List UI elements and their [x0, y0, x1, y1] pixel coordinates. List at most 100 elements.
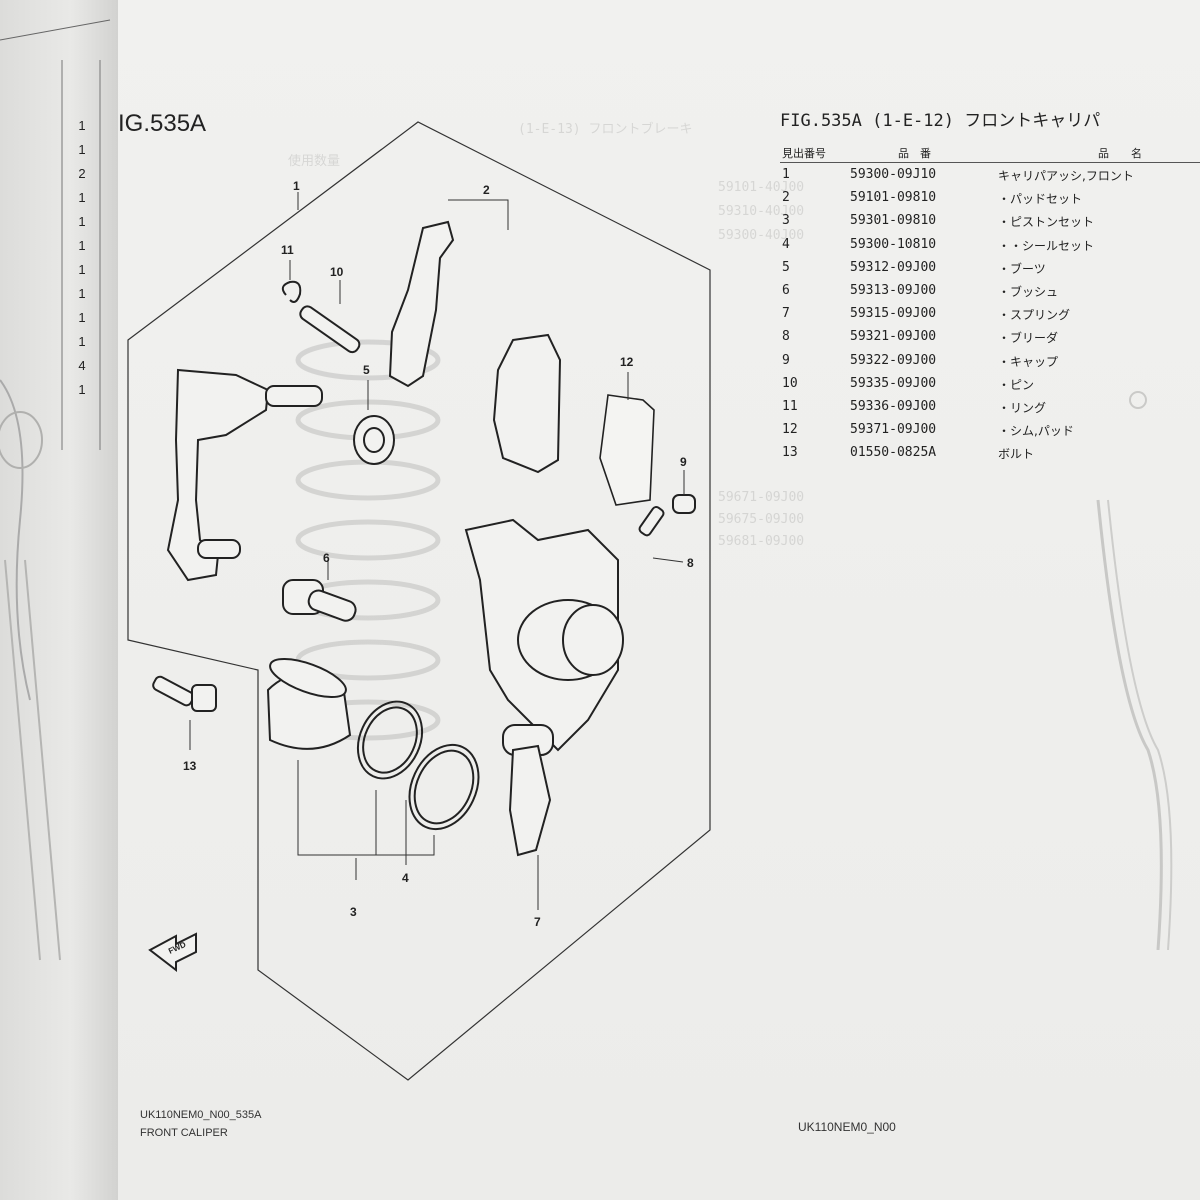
- part-name: ・ブッシュ: [998, 284, 1059, 299]
- ghost-text: 59681-09J00: [718, 534, 805, 549]
- bleeder-drawing: [638, 505, 665, 537]
- ref-number: 5: [782, 259, 790, 275]
- callout-9: 9: [680, 455, 687, 469]
- bolt-drawing: [152, 675, 217, 712]
- part-number: 59300-09J10: [850, 167, 937, 182]
- part-name: ・ピン: [998, 377, 1035, 392]
- header-part: 品 番: [898, 147, 931, 160]
- figure-title-right: FIG.535A (1-E-12) フロントキャリパ: [780, 111, 1101, 131]
- ring-drawing: [281, 280, 302, 303]
- ghost-text: (1-E-13) フロントブレーキ: [518, 122, 693, 137]
- ghost-text: 59310-40J00: [718, 204, 805, 219]
- callout-4: 4: [402, 871, 409, 885]
- callout-5: 5: [363, 363, 370, 377]
- prev-qty-value: 1: [78, 118, 86, 133]
- header-no: 見出番号: [782, 147, 826, 160]
- callout-13: 13: [183, 759, 197, 773]
- ref-number: 6: [782, 282, 790, 298]
- part-number: 59101-09810: [850, 190, 937, 206]
- catalog-page: (1-E-13) フロントブレーキ 使用数量 59101-40J00 59310…: [118, 0, 1200, 1200]
- prev-qty-value: 1: [78, 190, 86, 205]
- part-number: 59335-09J00: [850, 375, 937, 391]
- prev-page-lines: [0, 19, 111, 961]
- ref-number: 7: [782, 306, 790, 322]
- ghost-text: 使用数量: [288, 154, 341, 169]
- ref-number: 11: [782, 398, 798, 414]
- ghost-text: 59675-09J00: [718, 512, 805, 527]
- spring-drawing: [508, 744, 552, 857]
- callout-12: 12: [620, 355, 634, 369]
- figure-title-left: IG.535A: [118, 110, 207, 137]
- part-number: 59300-10810: [850, 236, 937, 252]
- part-name: ・ブーツ: [998, 261, 1046, 276]
- prev-qty-value: 1: [78, 334, 86, 349]
- footer-left: UK110NEM0_N00_535A FRONT CALIPER: [140, 1106, 261, 1142]
- callout-6: 6: [323, 551, 330, 565]
- pad-set-drawing: [388, 220, 562, 474]
- part-name: ・ピストンセット: [998, 215, 1095, 230]
- ref-number: 1: [782, 167, 790, 182]
- ghost-text: 59671-09J00: [718, 490, 805, 505]
- pin-drawing: [299, 305, 361, 354]
- seal-drawing: [356, 700, 480, 831]
- figure-caption: FRONT CALIPER: [140, 1127, 228, 1139]
- table-row: 2 59101-09810 ・パッドセット: [780, 186, 1200, 209]
- part-name: ・パッドセット: [998, 192, 1083, 207]
- piston-drawing: [266, 658, 352, 750]
- part-name: ・リング: [998, 400, 1047, 415]
- parts-table: 見出番号 品 番 品 名 1 59300-09J10 キャリパアッシ,フロント 2 59…: [780, 142, 1200, 464]
- callout-11: 11: [281, 243, 294, 257]
- diagram-boundary: [127, 121, 711, 1081]
- table-row: 10 59335-09J00 ・ピン: [780, 372, 1200, 395]
- prev-qty-value: 1: [78, 214, 86, 229]
- table-row: 11 59336-09J00 ・リング: [780, 395, 1200, 418]
- part-number: 59322-09J00: [850, 352, 937, 368]
- header-name: 品 名: [1098, 147, 1142, 160]
- part-number: 01550-0825A: [850, 445, 937, 461]
- part-name: ・ブリーダ: [998, 331, 1059, 346]
- table-row: 8 59321-09J00 ・ブリーダ: [780, 325, 1200, 348]
- prev-qty-value: 2: [78, 166, 86, 181]
- ref-number: 10: [782, 375, 798, 391]
- fwd-arrow-icon: FWD: [148, 932, 197, 973]
- ghost-text: 59101-40J00: [718, 180, 805, 195]
- ref-number: 2: [782, 190, 790, 206]
- page-code-right: UK110NEM0_N00: [798, 1120, 896, 1134]
- part-name: キャリパアッシ,フロント: [998, 169, 1134, 183]
- ref-number: 4: [782, 236, 790, 252]
- part-number: 59371-09J00: [850, 422, 937, 438]
- prev-qty-value: 1: [78, 238, 86, 253]
- ghost-right-drawing: [1096, 391, 1173, 950]
- part-number: 59301-09810: [850, 213, 937, 229]
- callout-7: 7: [534, 915, 541, 929]
- part-name: ・スプリング: [998, 308, 1071, 323]
- part-number: 59321-09J00: [850, 329, 937, 345]
- callout-8: 8: [687, 556, 694, 570]
- callout-1: 1: [293, 179, 300, 193]
- table-row: 4 59300-10810 ・・シールセット: [780, 233, 1200, 256]
- caliper-body-drawing: [464, 518, 624, 756]
- ref-number: 12: [782, 422, 798, 438]
- boot-drawing: [353, 415, 395, 465]
- part-number: 59336-09J00: [850, 398, 937, 414]
- part-name: ・キャップ: [998, 354, 1059, 369]
- ref-number: 13: [782, 445, 798, 461]
- prev-qty-value: 1: [78, 310, 86, 325]
- ref-number: 8: [782, 329, 790, 345]
- prev-qty-value: 1: [78, 286, 86, 301]
- table-header: 見出番号 品 番 品 名: [780, 142, 1200, 163]
- callout-3: 3: [350, 905, 357, 919]
- exploded-diagram: 1 2 3 4 5 6 7 8 9 10 11 12 13 FWD: [127, 121, 711, 1081]
- page-code-left: UK110NEM0_N00_535A: [140, 1109, 262, 1121]
- shim-drawing: [599, 394, 655, 506]
- callout-2: 2: [483, 183, 490, 197]
- prev-qty-value: 1: [78, 382, 86, 397]
- part-name: ・・シールセット: [998, 238, 1095, 253]
- table-row: 1 59300-09J10 キャリパアッシ,フロント: [780, 163, 1200, 186]
